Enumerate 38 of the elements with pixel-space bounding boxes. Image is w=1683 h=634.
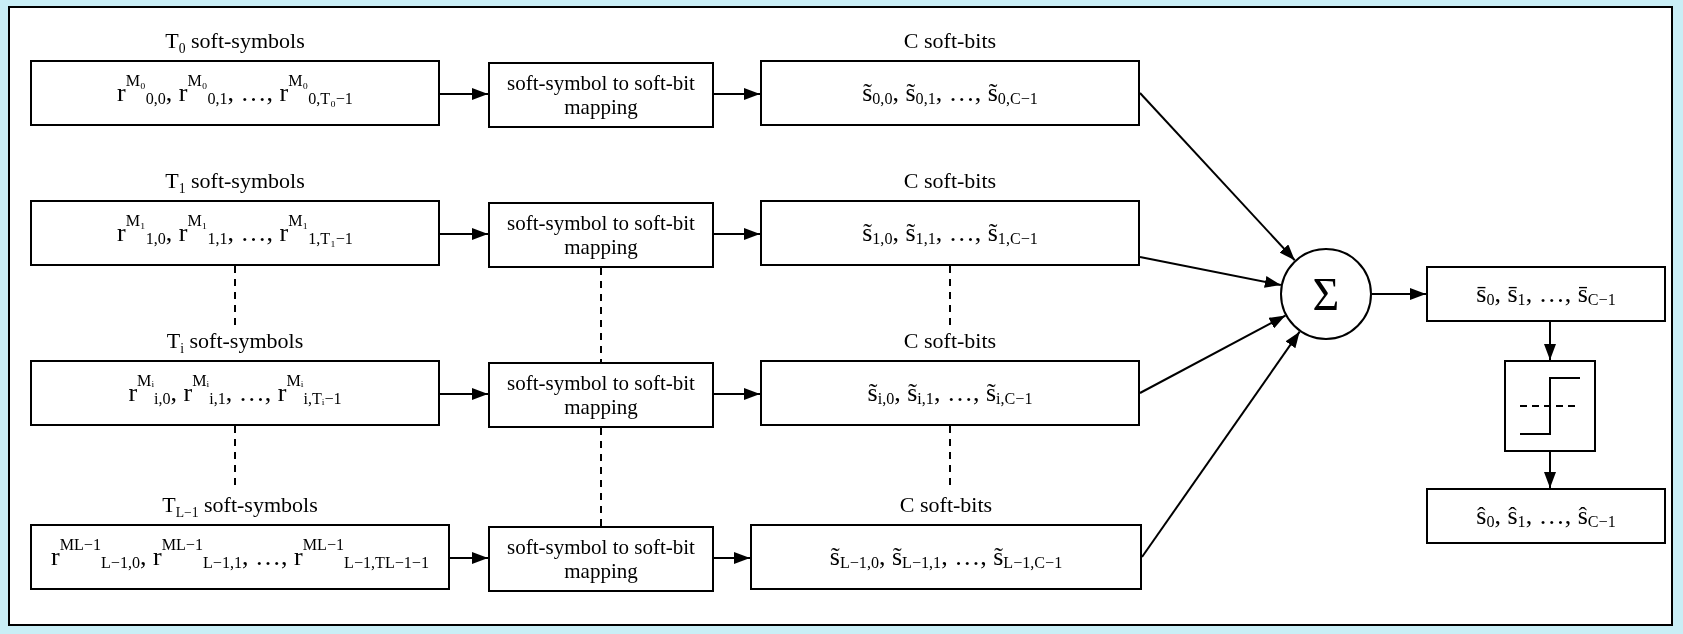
dashed-line xyxy=(234,265,236,327)
arrow xyxy=(449,552,489,564)
heading-text: T$_{i}$ soft-symbols xyxy=(165,327,305,359)
arrow xyxy=(1544,321,1556,361)
mapping-box: soft-symbol to soft-bit mapping xyxy=(488,362,714,428)
heading-text: C soft-bits xyxy=(902,167,998,195)
arrow xyxy=(439,388,489,400)
arrow xyxy=(1371,288,1427,300)
arrow xyxy=(1139,92,1296,262)
arrow xyxy=(713,88,761,100)
arrow xyxy=(713,552,751,564)
soft-bit-box: s̃$_{i,0}$, s̃$_{i,1}$, …, s̃$_{i,C−1}$ xyxy=(760,360,1140,426)
dashed-line xyxy=(600,427,602,527)
arrow xyxy=(1139,314,1287,394)
heading-text: T$_{1}$ soft-symbols xyxy=(164,167,306,199)
arrow xyxy=(439,228,489,240)
summation-circle: Σ xyxy=(1280,248,1372,340)
soft-bit-sum-box: s̄$_{0}$, s̄$_{1}$, …, s̄$_{C−1}$ xyxy=(1426,266,1666,322)
mapping-box: soft-symbol to soft-bit mapping xyxy=(488,202,714,268)
mapping-box: soft-symbol to soft-bit mapping xyxy=(488,62,714,128)
soft-bit-box: s̃$_{L−1,0}$, s̃$_{L−1,1}$, …, s̃$_{L−1,C−1}$ xyxy=(750,524,1142,590)
arrow xyxy=(1544,451,1556,489)
heading-text: C soft-bits xyxy=(898,491,994,519)
soft-bit-box: s̃$_{1,0}$, s̃$_{1,1}$, …, s̃$_{1,C−1}$ xyxy=(760,200,1140,266)
hard-bit-box: ŝ$_{0}$, ŝ$_{1}$, …, ŝ$_{C−1}$ xyxy=(1426,488,1666,544)
soft-bit-box: s̃$_{0,0}$, s̃$_{0,1}$, …, s̃$_{0,C−1}$ xyxy=(760,60,1140,126)
dashed-line xyxy=(600,267,602,363)
arrow xyxy=(1141,330,1301,558)
mapping-box: soft-symbol to soft-bit mapping xyxy=(488,526,714,592)
heading-text: T$_{0}$ soft-symbols xyxy=(164,27,306,59)
heading-text: T$_{L−1}$ soft-symbols xyxy=(161,491,319,523)
heading-text: C soft-bits xyxy=(902,327,998,355)
arrow xyxy=(1139,256,1282,288)
heading-text: C soft-bits xyxy=(902,27,998,55)
arrow xyxy=(713,388,761,400)
dashed-line xyxy=(949,265,951,327)
arrow xyxy=(439,88,489,100)
arrow xyxy=(713,228,761,240)
